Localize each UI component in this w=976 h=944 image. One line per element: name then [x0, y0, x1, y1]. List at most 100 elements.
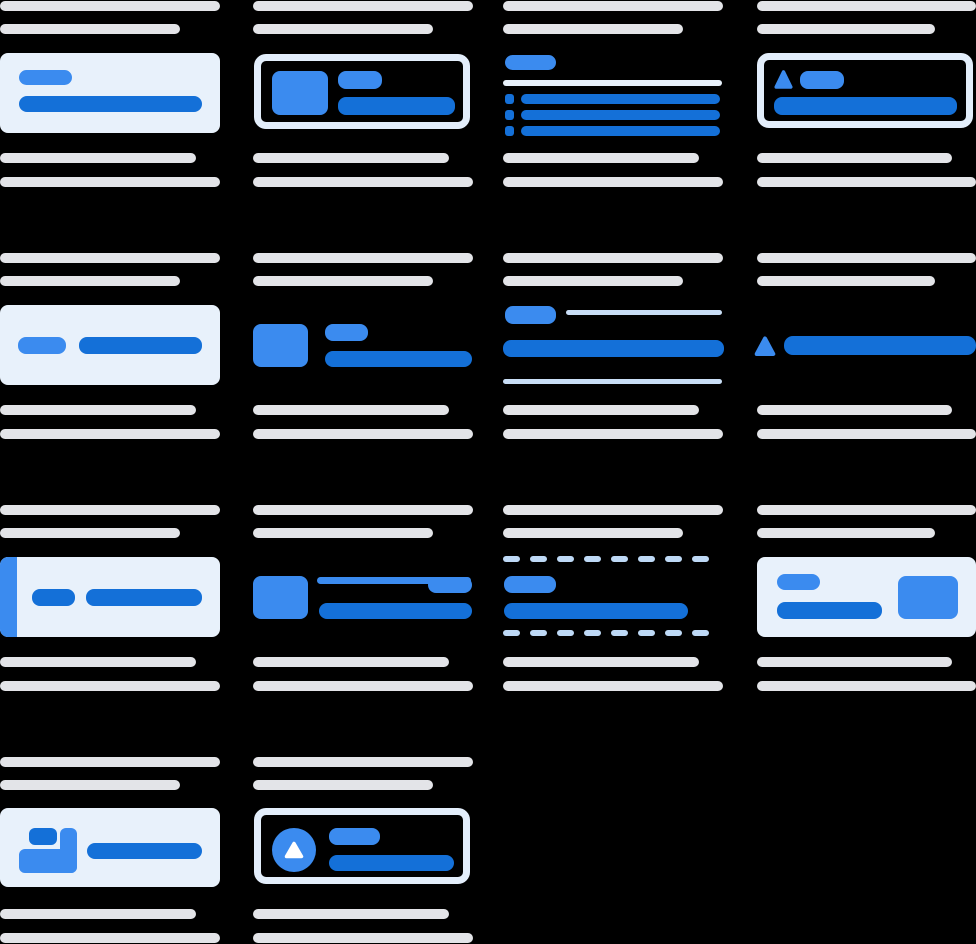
callout-label-skeleton	[18, 337, 66, 354]
media-body-skeleton	[325, 351, 472, 367]
text-line-skeleton	[253, 253, 473, 263]
callout-title-skeleton	[504, 576, 556, 593]
media-body-skeleton	[319, 603, 472, 619]
callout-title-skeleton	[329, 828, 380, 845]
text-line-skeleton	[0, 405, 196, 415]
media-title-skeleton	[325, 324, 368, 341]
accent-line-skeleton	[317, 577, 471, 584]
text-line-skeleton	[0, 153, 196, 163]
text-line-skeleton	[0, 505, 220, 515]
text-line-skeleton	[757, 276, 935, 286]
bullet-dot	[505, 110, 514, 120]
dashed-line	[503, 630, 723, 636]
text-line-skeleton	[757, 253, 976, 263]
warning-triangle-icon	[754, 335, 776, 357]
text-line-skeleton	[253, 528, 433, 538]
wireframe-cell-callout-outlined-avatar	[253, 756, 473, 944]
text-line-skeleton	[253, 909, 449, 919]
text-line-skeleton	[253, 657, 449, 667]
helper-line-skeleton	[503, 379, 722, 384]
text-line-skeleton	[253, 757, 473, 767]
callout-body-skeleton	[19, 96, 202, 112]
warning-body-skeleton	[784, 336, 976, 355]
text-line-skeleton	[503, 657, 699, 667]
text-line-skeleton	[757, 681, 976, 691]
callout-body-skeleton	[87, 843, 202, 859]
text-line-skeleton	[757, 153, 952, 163]
wireframe-cell-media-object-row	[253, 252, 473, 440]
text-line-skeleton	[253, 429, 473, 439]
callout-title-skeleton	[338, 71, 382, 89]
text-line-skeleton	[503, 253, 723, 263]
text-line-skeleton	[503, 405, 699, 415]
text-line-skeleton	[757, 429, 976, 439]
media-stack-horizontal	[19, 849, 77, 873]
wireframe-cell-callout-outlined-media	[253, 0, 473, 188]
wireframe-cell-labeled-input-block	[503, 252, 724, 440]
wireframe-cell-dashed-fenced-block	[503, 504, 723, 692]
wireframe-cell-media-object-article	[253, 504, 473, 692]
image-placeholder-icon	[898, 576, 958, 619]
helper-line-skeleton	[566, 310, 722, 315]
wireframe-cell-callout-filled	[0, 0, 220, 188]
wireframe-cell-callout-trailing-media	[757, 504, 976, 692]
callout-accent-card	[0, 557, 220, 637]
text-line-skeleton	[757, 405, 952, 415]
text-line-skeleton	[253, 24, 433, 34]
text-line-skeleton	[253, 405, 449, 415]
text-line-skeleton	[503, 153, 699, 163]
text-line-skeleton	[253, 276, 433, 286]
text-line-skeleton	[0, 909, 196, 919]
text-line-skeleton	[0, 177, 220, 187]
text-line-skeleton	[757, 1, 976, 11]
text-line-skeleton	[757, 24, 935, 34]
image-placeholder-icon	[253, 324, 308, 367]
dashed-line	[503, 556, 723, 562]
callout-label-skeleton	[32, 589, 75, 606]
callout-filled-card	[0, 305, 220, 385]
bullet-item-skeleton	[521, 94, 720, 104]
text-line-skeleton	[0, 276, 180, 286]
text-line-skeleton	[503, 1, 723, 11]
text-line-skeleton	[757, 505, 976, 515]
callout-body-skeleton	[774, 97, 957, 115]
text-line-skeleton	[503, 276, 683, 286]
callout-outlined-card	[757, 53, 973, 128]
circle-triangle-icon	[272, 828, 316, 872]
callout-filled-card	[0, 53, 220, 133]
text-line-skeleton	[253, 780, 433, 790]
text-line-skeleton	[0, 681, 220, 691]
field-label-skeleton	[505, 306, 556, 324]
wireframe-cell-callout-filled-inline	[0, 252, 220, 440]
callout-outlined-card	[254, 808, 470, 884]
text-line-skeleton	[757, 528, 935, 538]
bullet-dot	[505, 94, 514, 104]
callout-title-skeleton	[800, 71, 844, 89]
text-line-skeleton	[503, 505, 723, 515]
wireframe-cell-callout-media-stack	[0, 756, 220, 944]
text-line-skeleton	[757, 177, 976, 187]
text-line-skeleton	[0, 528, 180, 538]
text-line-skeleton	[0, 1, 220, 11]
text-line-skeleton	[0, 429, 220, 439]
callout-body-skeleton	[329, 855, 454, 871]
wireframe-cell-warning-text-row	[754, 252, 976, 440]
text-line-skeleton	[503, 429, 723, 439]
bullet-dot	[505, 126, 514, 136]
image-placeholder-icon	[272, 71, 328, 115]
warning-triangle-icon	[774, 69, 793, 90]
divider-line	[503, 80, 722, 86]
wireframe-cell-callout-left-accent	[0, 504, 220, 692]
wireframe-cell-badge-bullet-list	[503, 0, 723, 188]
text-line-skeleton	[0, 253, 220, 263]
text-line-skeleton	[253, 153, 449, 163]
text-line-skeleton	[253, 681, 473, 691]
accent-tag-skeleton	[428, 577, 472, 593]
callout-title-skeleton	[19, 70, 72, 85]
wireframe-cell-callout-outlined-warning	[757, 0, 976, 188]
text-line-skeleton	[503, 528, 683, 538]
text-line-skeleton	[0, 780, 180, 790]
text-line-skeleton	[253, 933, 473, 943]
input-bar-skeleton	[503, 340, 724, 357]
text-line-skeleton	[0, 757, 220, 767]
